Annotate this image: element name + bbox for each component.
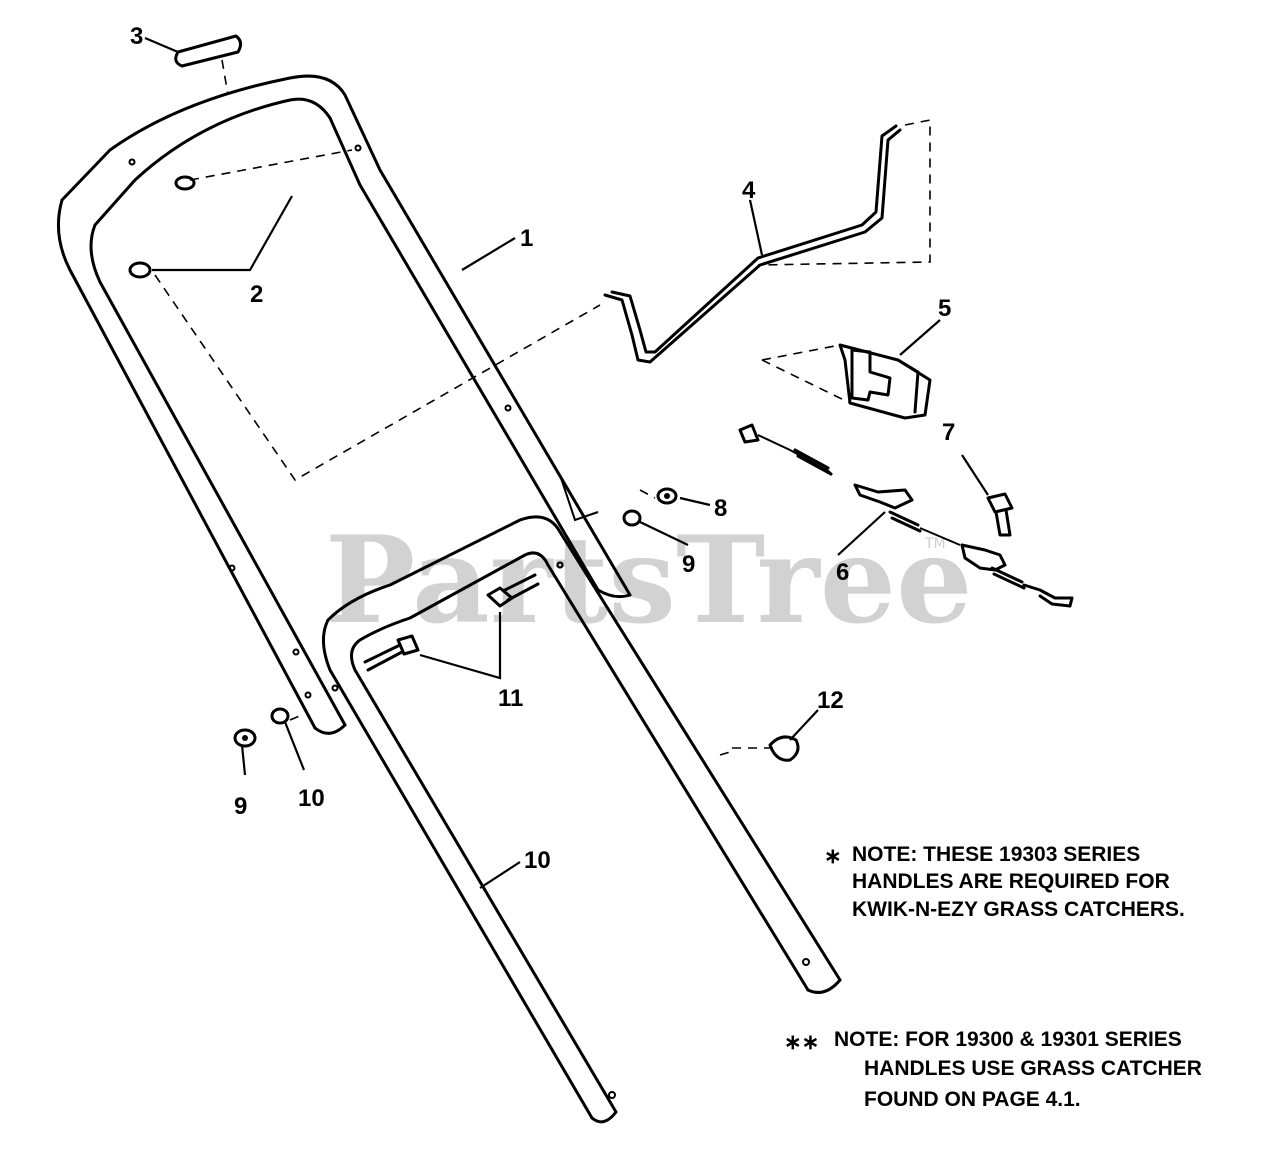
handle-cap xyxy=(174,34,243,68)
control-cable xyxy=(738,423,1074,608)
note-1-line-2: HANDLES ARE REQUIRED FOR xyxy=(852,870,1170,893)
note-2-line-1: NOTE: FOR 19300 & 19301 SERIES xyxy=(834,1028,1182,1051)
bracket xyxy=(838,343,932,420)
callout-6: 6 xyxy=(836,559,849,586)
note-1-line-1: NOTE: THESE 19303 SERIES xyxy=(852,843,1140,866)
callout-4: 4 xyxy=(742,177,756,204)
upper-handle xyxy=(56,74,632,735)
lower-handle xyxy=(322,515,842,1124)
callout-3: 3 xyxy=(130,23,143,50)
callout-10-left: 10 xyxy=(298,785,325,812)
control-rod xyxy=(603,124,902,364)
nut-right xyxy=(656,487,678,505)
watermark-trademark: TM xyxy=(924,536,946,552)
callout-9-left: 9 xyxy=(234,793,247,820)
callout-8: 10 xyxy=(524,847,551,874)
cable-bolt xyxy=(986,492,1014,537)
note-2-line-3: FOUND ON PAGE 4.1. xyxy=(864,1088,1081,1111)
bushings xyxy=(128,175,196,279)
callout-5: 5 xyxy=(938,295,951,322)
callout-2: 2 xyxy=(250,281,263,308)
note-19303: ∗ NOTE: THESE 19303 SERIES HANDLES ARE R… xyxy=(824,843,1185,921)
note-1-line-3: KWIK-N-EZY GRASS CATCHERS. xyxy=(852,898,1185,921)
note-1-marker: ∗ xyxy=(824,845,842,868)
callout-11: 11 xyxy=(498,685,523,712)
washer-left xyxy=(270,707,290,725)
handle-bolts xyxy=(363,573,540,672)
nut-left xyxy=(233,728,257,748)
cable-clip xyxy=(768,735,800,762)
leader-lines xyxy=(144,36,989,889)
alignment-lines xyxy=(154,59,931,756)
note-2-line-2: HANDLES USE GRASS CATCHER xyxy=(864,1057,1202,1080)
callout-7: 7 xyxy=(942,419,955,446)
washer-right xyxy=(622,509,642,527)
callout-10-right: 9 xyxy=(682,551,695,578)
callout-9-right: 8 xyxy=(714,495,727,522)
callout-1: 1 xyxy=(520,225,533,252)
note-2-marker: ∗∗ xyxy=(784,1031,819,1054)
note-19300-19301: ∗∗ NOTE: FOR 19300 & 19301 SERIES HANDLE… xyxy=(784,1028,1202,1111)
watermark-brand: PartsTree xyxy=(325,510,972,651)
callout-12: 12 xyxy=(817,687,844,714)
